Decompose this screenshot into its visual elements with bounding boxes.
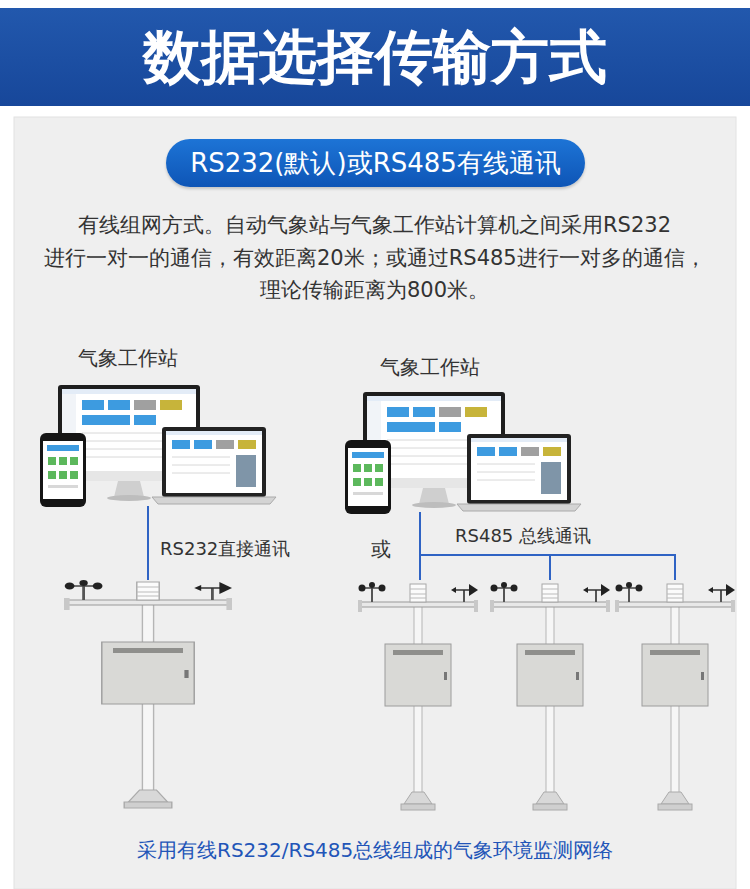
description-text: 理论传输距离为800米。 [260, 275, 489, 305]
pill-text: RS232(默认)或RS485有线通讯 [190, 139, 561, 187]
caption-text: 采用有线RS232/RS485总线组成的气象环境监测网络 [137, 836, 613, 864]
link-label: RS485 总线通讯 [455, 524, 591, 548]
title-pill: RS232(默认)或RS485有线通讯 [166, 139, 585, 187]
description-text: 有线组网方式。自动气象站与气象工作站计算机之间采用RS232 [78, 210, 671, 240]
station-heading: 气象工作站 [78, 345, 178, 371]
link-label: RS232直接通讯 [160, 537, 290, 561]
workstation-group: 气象工作站 [345, 350, 581, 515]
link-label: 或 [371, 537, 391, 561]
station-heading: 气象工作站 [380, 354, 480, 380]
banner-title: 数据选择传输方式 [143, 22, 607, 92]
description-text: 进行一对一的通信，有效距离20米；或通过RS485进行一对多的通信， [44, 243, 706, 273]
workstation-group: 气象工作站 [40, 343, 276, 511]
